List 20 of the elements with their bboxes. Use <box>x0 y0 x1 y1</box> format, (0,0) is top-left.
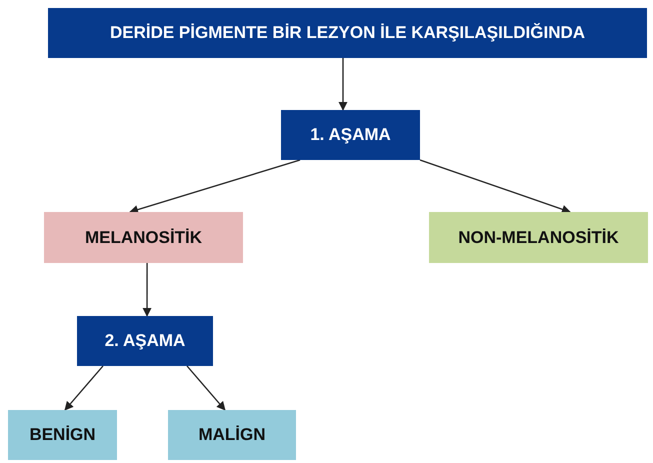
box-label: BENİGN <box>29 425 96 445</box>
arrow <box>338 58 348 111</box>
box-label: DERİDE PİGMENTE BİR LEZYON İLE KARŞILAŞILDIĞINDA <box>110 23 586 43</box>
arrow <box>64 366 104 411</box>
box-label: MELANOSİTİK <box>84 228 202 248</box>
box-label: MALİGN <box>198 425 266 445</box>
arrow <box>420 159 571 214</box>
box-label: 1. AŞAMA <box>310 125 391 145</box>
process-box <box>281 110 420 160</box>
process-box <box>44 212 243 263</box>
process-box <box>8 410 117 460</box>
arrow <box>186 366 226 411</box>
box-label: NON-MELANOSİTİK <box>458 228 619 248</box>
box-label: 2. AŞAMA <box>104 331 186 351</box>
arrow <box>129 159 300 214</box>
process-box <box>168 410 296 460</box>
arrow <box>142 263 152 317</box>
process-box <box>48 8 647 58</box>
process-box <box>429 212 648 263</box>
process-box <box>77 316 213 366</box>
